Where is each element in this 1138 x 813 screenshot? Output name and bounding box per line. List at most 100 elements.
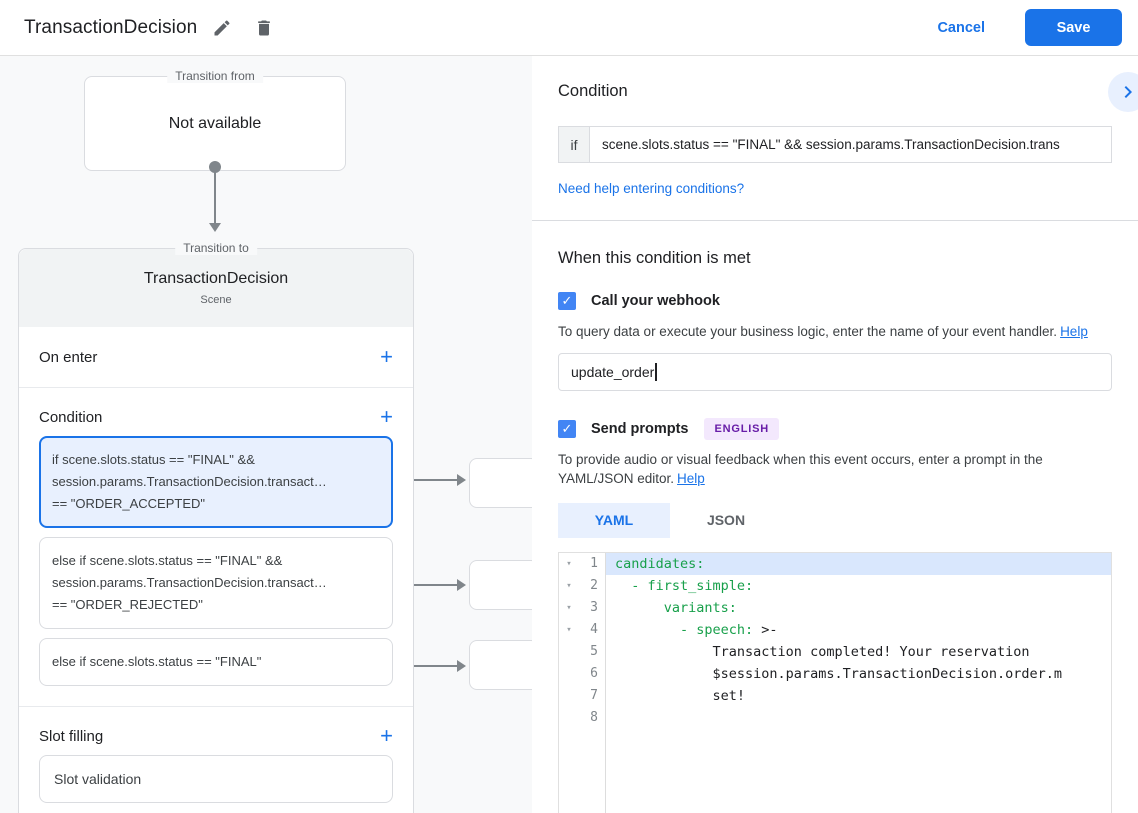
scene-name: TransactionDecision: [143, 270, 289, 287]
connector-line: [398, 665, 457, 667]
condition-row: Condition +: [19, 388, 413, 436]
top-toolbar: TransactionDecision Cancel Save: [0, 0, 1138, 56]
condition-text: == "ORDER_ACCEPTED": [52, 496, 205, 511]
fold-icon[interactable]: ▾: [566, 580, 572, 591]
send-prompts-row: ✓ Send prompts ENGLISH: [558, 417, 1112, 440]
condition-expression-value: scene.slots.status == "FINAL" && session…: [602, 137, 1060, 152]
flow-diagram-canvas: Transition from Not available Transition…: [0, 56, 532, 813]
pencil-icon: [212, 18, 232, 38]
line-number: 1: [590, 555, 598, 571]
code-line[interactable]: ▾ 3 variants:: [559, 596, 1111, 619]
prompt-node[interactable]: [469, 560, 532, 610]
language-badge: ENGLISH: [704, 417, 779, 440]
code-text[interactable]: $session.params.TransactionDecision.orde…: [615, 665, 1063, 682]
transition-from-box: Transition from Not available: [84, 69, 346, 171]
cancel-button[interactable]: Cancel: [919, 12, 1003, 44]
line-number: 6: [590, 665, 598, 681]
arrow-down-icon: [209, 223, 221, 232]
code-line[interactable]: ▾ 2 - first_simple:: [559, 574, 1111, 597]
add-on-enter-button[interactable]: +: [380, 344, 393, 369]
line-number: 2: [590, 577, 598, 593]
editor-tabs: YAML JSON: [558, 502, 1112, 538]
condition-help-link[interactable]: Need help entering conditions?: [558, 181, 745, 196]
fold-icon[interactable]: ▾: [566, 558, 572, 569]
fold-icon[interactable]: ▾: [566, 602, 572, 613]
trash-icon: [254, 18, 274, 38]
save-button[interactable]: Save: [1025, 9, 1122, 46]
transition-from-content: Not available: [168, 114, 262, 132]
code-line[interactable]: 5 Transaction completed! Your reservatio…: [559, 640, 1111, 663]
prompt-node[interactable]: [469, 458, 532, 508]
send-prompts-label: Send prompts: [591, 420, 689, 437]
send-prompts-checkbox[interactable]: ✓: [558, 419, 576, 438]
yaml-code-editor[interactable]: ▾ 1 candidates: ▾ 2 - first_simple: ▾ 3 var…: [558, 551, 1112, 813]
delete-button[interactable]: [247, 11, 281, 45]
scene-card: Transition to TransactionDecision Scene …: [18, 241, 414, 813]
line-number: 8: [590, 709, 598, 725]
slot-validation-card[interactable]: Slot validation: [39, 755, 393, 803]
line-number: 4: [590, 621, 598, 637]
code-text[interactable]: - first_simple:: [615, 577, 754, 594]
condition-card-final[interactable]: else if scene.slots.status == "FINAL": [39, 638, 393, 686]
code-text[interactable]: [606, 707, 1111, 729]
text-cursor: [655, 362, 657, 381]
condition-expression-row: if scene.slots.status == "FINAL" && sess…: [558, 126, 1112, 163]
code-text[interactable]: candidates:: [606, 552, 1111, 575]
code-line[interactable]: ▾ 4 - speech: >-: [559, 618, 1111, 641]
scene-card-header[interactable]: TransactionDecision Scene: [19, 249, 413, 327]
condition-text: else if scene.slots.status == "FINAL": [52, 654, 262, 669]
arrow-right-icon: [457, 660, 466, 672]
code-text[interactable]: set!: [615, 687, 746, 704]
condition-card-rejected[interactable]: else if scene.slots.status == "FINAL" &&…: [39, 537, 393, 629]
webhook-help-link[interactable]: Help: [1060, 324, 1088, 339]
line-number: 3: [590, 599, 598, 615]
fold-icon[interactable]: ▾: [566, 624, 572, 635]
when-met-title: When this condition is met: [558, 249, 751, 267]
arrow-right-icon: [457, 579, 466, 591]
slot-filling-row: Slot filling +: [19, 707, 413, 755]
condition-text: == "ORDER_REJECTED": [52, 597, 203, 612]
webhook-description-text: To query data or execute your business l…: [558, 324, 1058, 339]
chevron-right-icon: [1116, 80, 1138, 104]
condition-expression-input[interactable]: scene.slots.status == "FINAL" && session…: [589, 126, 1112, 163]
webhook-checkbox[interactable]: ✓: [558, 292, 576, 310]
webhook-description: To query data or execute your business l…: [558, 322, 1112, 342]
code-line[interactable]: 6 $session.params.TransactionDecision.or…: [559, 662, 1111, 685]
connector-line: [398, 584, 457, 586]
on-enter-label: On enter: [39, 348, 98, 366]
edit-button[interactable]: [205, 11, 239, 45]
tab-yaml[interactable]: YAML: [558, 502, 670, 538]
code-line[interactable]: ▾ 1 candidates:: [559, 552, 1111, 575]
prompt-node[interactable]: [469, 640, 532, 690]
collapse-panel-button[interactable]: [1108, 72, 1138, 112]
condition-text: session.params.TransactionDecision.trans…: [52, 575, 327, 590]
webhook-label: Call your webhook: [591, 293, 720, 309]
webhook-row: ✓ Call your webhook: [558, 292, 1112, 310]
add-slot-button[interactable]: +: [380, 723, 393, 748]
code-line[interactable]: 7 set!: [559, 684, 1111, 707]
add-condition-button[interactable]: +: [380, 404, 393, 429]
code-text[interactable]: - speech: >-: [615, 621, 778, 638]
event-handler-input[interactable]: update_order: [558, 352, 1112, 391]
section-divider: [19, 706, 413, 707]
code-text[interactable]: variants:: [615, 599, 737, 616]
line-number: 7: [590, 687, 598, 703]
prompts-help-link[interactable]: Help: [677, 471, 705, 487]
condition-detail-panel: Condition if scene.slots.status == "FINA…: [532, 56, 1138, 813]
page-title: TransactionDecision: [24, 16, 198, 38]
condition-text: if scene.slots.status == "FINAL" &&: [52, 452, 255, 467]
code-text[interactable]: Transaction completed! Your reservation: [615, 643, 1030, 660]
code-line[interactable]: 8: [559, 706, 1111, 729]
editor-empty-area[interactable]: [559, 728, 1111, 813]
condition-label: Condition: [39, 408, 103, 426]
condition-card-accepted[interactable]: if scene.slots.status == "FINAL" && sess…: [39, 436, 393, 528]
connector-line: [398, 479, 457, 481]
connector-line: [214, 167, 216, 224]
section-divider: [19, 387, 413, 388]
when-met-section: When this condition is met ✓ Call your w…: [532, 221, 1138, 813]
tab-json[interactable]: JSON: [670, 503, 782, 538]
transition-to-label: Transition to: [175, 241, 257, 255]
condition-text: session.params.TransactionDecision.trans…: [52, 474, 327, 489]
prompts-description-text: To provide audio or visual feedback when…: [558, 451, 1043, 487]
